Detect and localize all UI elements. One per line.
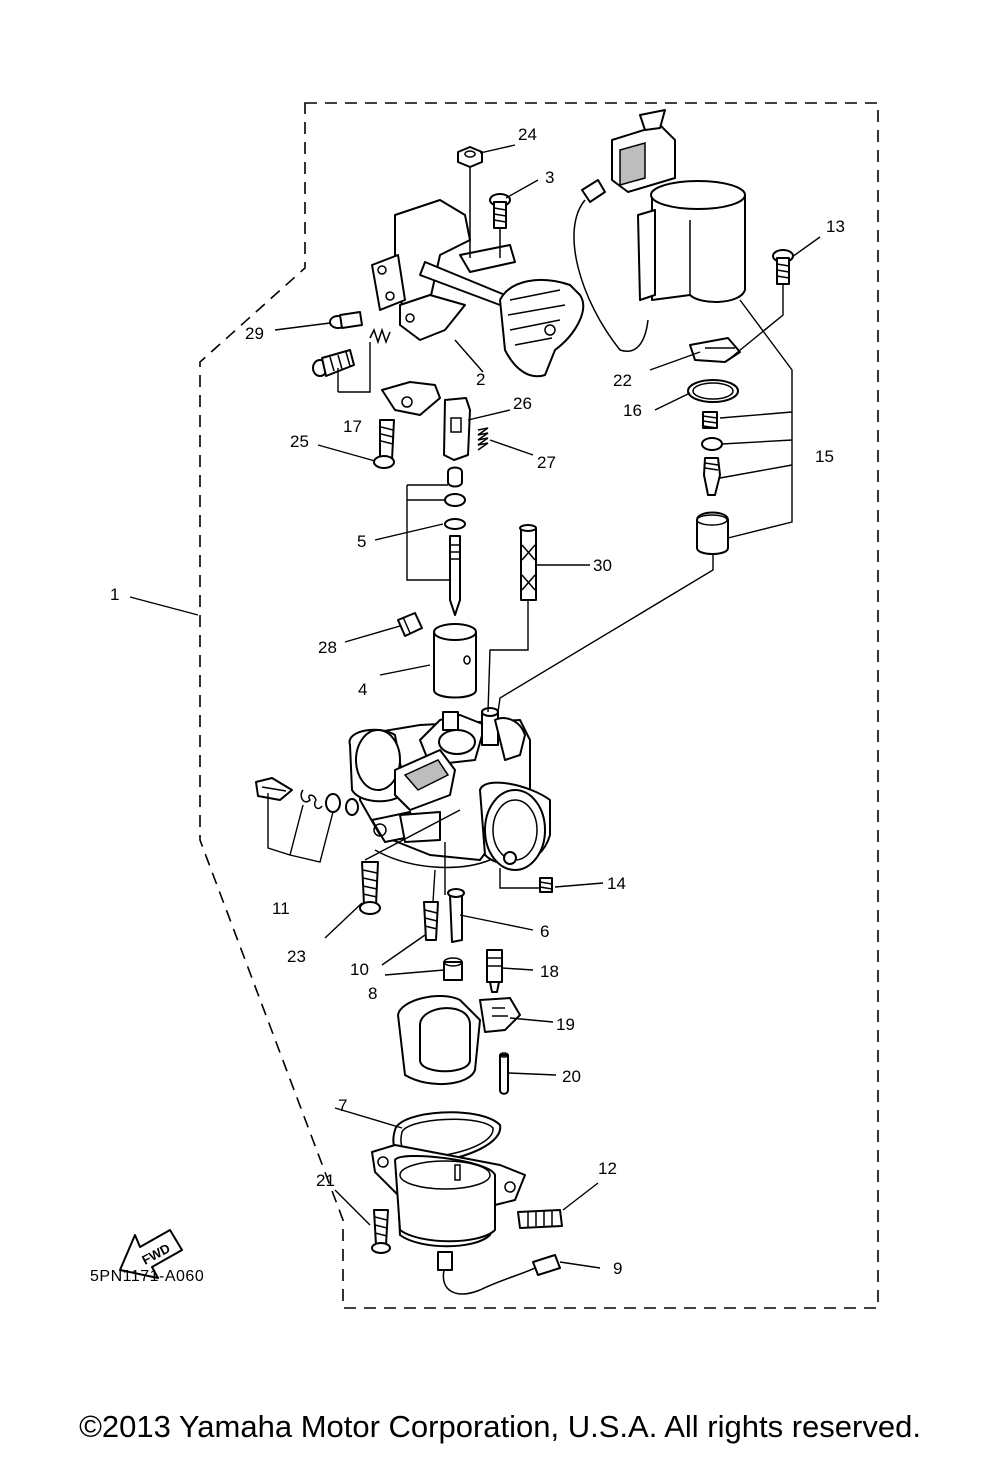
callout-7: 7 [338,1096,347,1115]
drain-hose-9 [437,1251,561,1295]
needle-jet-30 [519,524,537,601]
link-26 [443,397,471,461]
callout-27: 27 [537,453,556,472]
callout-labels: 1 2 3 4 5 6 7 8 9 10 11 12 13 14 15 16 1… [110,125,845,1278]
callout-16: 16 [623,401,642,420]
callout-9: 9 [613,1259,622,1278]
callout-19: 19 [556,1015,575,1034]
callout-4: 4 [358,680,367,699]
screw-28 [397,612,423,637]
needle-jet-6 [447,888,465,943]
callout-15: 15 [815,447,834,466]
pin-20 [499,1052,509,1095]
screw-17 [312,349,355,377]
callout-26: 26 [513,394,532,413]
callout-6: 6 [540,922,549,941]
throttle-lever-assembly [371,199,516,341]
leader-lines [129,144,821,1269]
lever-block [381,381,441,416]
needle-valve-18 [486,949,503,993]
callout-30: 30 [593,556,612,575]
diagram-reference-code: 5PN1171-A060 [90,1268,205,1285]
pilot-screw-set-11 [255,777,359,816]
carburetor-body [348,707,551,871]
screw-23 [359,861,381,915]
callout-3: 3 [545,168,554,187]
callout-22: 22 [613,371,632,390]
assembly-boundary [199,102,879,1309]
float-bowl [371,1144,526,1248]
callout-24: 24 [518,125,537,144]
callout-1: 1 [110,585,119,604]
callout-11: 11 [272,899,290,918]
nut-24 [457,146,483,258]
autochoke-body [637,180,746,303]
callout-21: 21 [316,1171,335,1190]
plunger-parts-15 [696,411,729,555]
callout-13: 13 [826,217,845,236]
screw-13 [772,249,794,285]
float-19 [397,995,521,1086]
spring-17a [369,327,391,345]
callout-17: 17 [343,417,362,436]
callout-25: 25 [290,432,309,451]
callout-8: 8 [368,984,377,1003]
callout-20: 20 [562,1067,581,1086]
callout-10: 10 [350,960,369,979]
callout-29: 29 [245,324,264,343]
callout-5: 5 [357,532,366,551]
screw-21 [371,1209,391,1254]
callout-28: 28 [318,638,337,657]
screw-14 [539,877,553,893]
callout-12: 12 [598,1159,617,1178]
fwd-arrow-icon: FWD [119,1229,183,1279]
jet-10 [423,901,439,941]
jet-needle-5 [444,466,466,616]
screw-29 [329,311,363,329]
main-jet-8 [443,957,463,981]
callout-14: 14 [607,874,626,893]
plate-22 [689,337,741,363]
spring-27 [477,427,489,451]
autochoke-connector [573,109,676,352]
copyright-notice: ©2013 Yamaha Motor Corporation, U.S.A. A… [79,1409,921,1444]
callout-23: 23 [287,947,306,966]
callout-18: 18 [540,962,559,981]
screw-25 [373,419,395,469]
callout-2: 2 [476,370,485,389]
screw-3 [489,193,511,258]
throttle-valve-4 [433,623,477,699]
throttle-pulley [499,279,585,378]
drain-screw-12 [517,1209,563,1229]
